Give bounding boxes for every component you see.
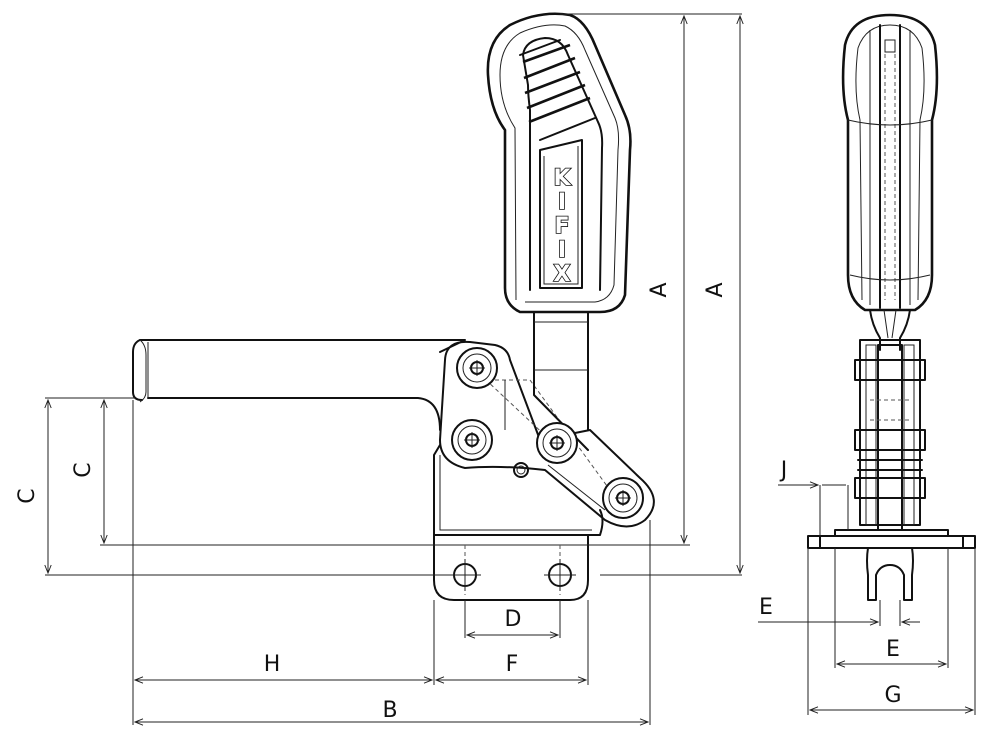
pivot-pin-3 <box>536 422 578 464</box>
dimension-lines <box>45 13 976 725</box>
dim-label-e-upper: E <box>759 595 773 620</box>
front-linkage-stack <box>854 339 926 531</box>
pivot-pin-2 <box>451 419 493 461</box>
front-clevis <box>866 547 914 620</box>
dim-label-j: J <box>779 458 788 483</box>
clamp-arm <box>132 339 466 431</box>
front-base-plate <box>807 529 976 549</box>
dim-label-e-lower: E <box>886 637 900 662</box>
pivot-pin-1 <box>456 347 498 389</box>
front-handle-grip <box>841 13 939 312</box>
pivot-pin-4 <box>602 477 644 519</box>
dim-label-b: B <box>382 698 397 723</box>
side-view: K I F I X <box>132 12 655 601</box>
dim-label-c-outer: C <box>15 488 40 503</box>
dim-label-a-inner: A <box>647 282 672 297</box>
dim-label-h: H <box>264 652 281 677</box>
dim-label-a-outer: A <box>703 282 728 297</box>
front-view <box>807 13 976 620</box>
dim-label-g: G <box>884 683 901 708</box>
dim-label-f: F <box>506 652 519 677</box>
front-shaft <box>869 309 911 351</box>
logo-letter-3: F <box>554 214 569 239</box>
stop-pin <box>513 462 529 478</box>
kifix-logo: K I F I X <box>553 165 573 288</box>
base-mounting-holes <box>449 559 576 591</box>
logo-letter-4: I <box>558 238 566 263</box>
logo-letter-5: X <box>554 262 571 287</box>
logo-letter-2: I <box>558 190 566 215</box>
dim-label-d: D <box>505 607 522 632</box>
dim-label-c-inner: C <box>71 462 96 477</box>
dimension-labels: A A C C D H F B J E E G <box>15 282 902 723</box>
logo-letter-1: K <box>553 166 571 191</box>
pivot-pins <box>451 347 644 519</box>
handle-grip <box>486 12 632 314</box>
